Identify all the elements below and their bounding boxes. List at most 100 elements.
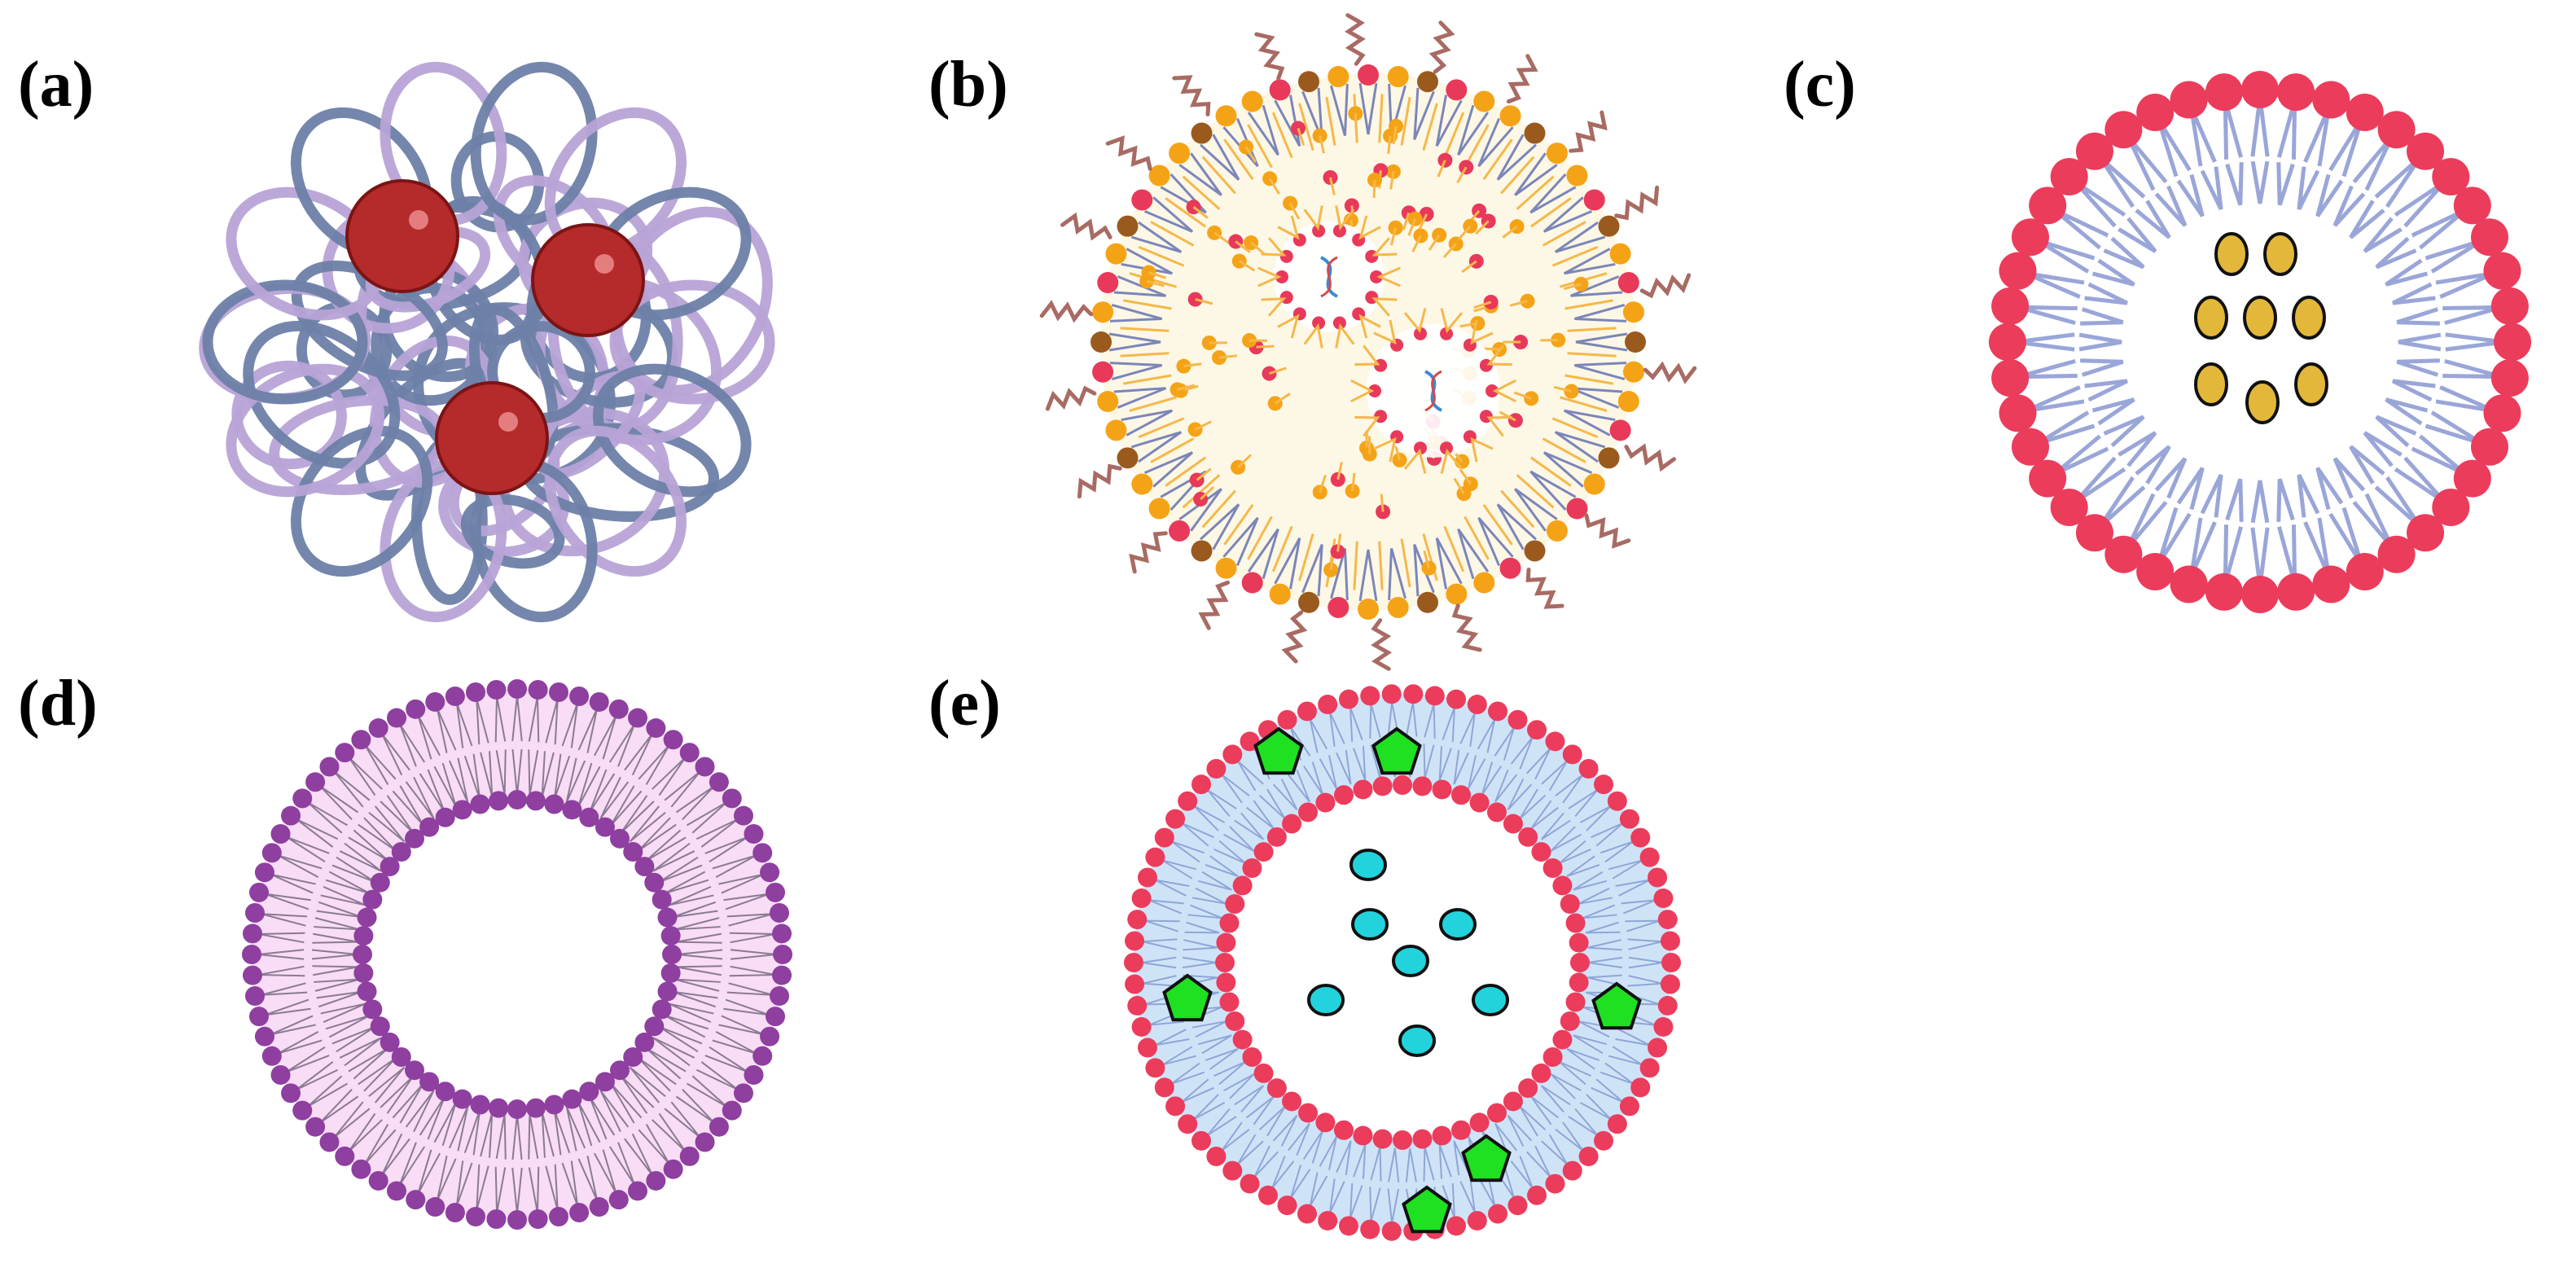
lnp-inner-tail [1177, 384, 1196, 391]
micelle-head [1413, 441, 1427, 455]
lipid-head-outer [1360, 686, 1380, 706]
lnp-inner-tail [1442, 243, 1457, 258]
polymer-chain [226, 363, 385, 498]
lipid-head [2312, 81, 2350, 119]
lnp-head-group [1298, 591, 1320, 613]
drug-sphere-highlight [409, 210, 428, 230]
lipophilic-drug [1162, 973, 1213, 1022]
lipid-head-outer [486, 680, 507, 700]
lnp-head-group [1241, 572, 1263, 594]
lipid-head-outer [386, 1181, 406, 1201]
lipid-head-outer [1594, 774, 1614, 795]
lipid-head-outer [722, 788, 742, 809]
lipid-head-outer [466, 1206, 486, 1226]
lipid-head-outer [406, 699, 426, 719]
lnp-inner-tail [1146, 279, 1165, 287]
lipid-head-outer [1661, 953, 1681, 972]
lipid-head-outer [1607, 1114, 1627, 1134]
lnp-head-group [1105, 243, 1127, 265]
lipid-head-outer [368, 718, 388, 739]
lipid-head-outer [1507, 1195, 1528, 1216]
lnp-inner-tail [1256, 344, 1275, 349]
lnp-inner-tail [1336, 461, 1343, 480]
lipid-head-outer [486, 1209, 507, 1229]
lnp-inner-tail [1553, 385, 1572, 393]
lipid-head-outer [243, 923, 263, 944]
lnp-head-group [1358, 599, 1379, 620]
lipid-head-outer [1360, 1219, 1380, 1239]
lipid-head-outer [1648, 1038, 1668, 1058]
lnp-head-group [1416, 591, 1438, 613]
lnp-head-group [1215, 105, 1237, 127]
peg-chain [1639, 273, 1692, 299]
lipid-head-inner [1219, 913, 1240, 933]
lipid-head-outer [1154, 827, 1174, 848]
lipid-head-outer [1318, 695, 1338, 715]
lipid-head-inner [634, 857, 655, 877]
lipid-head-outer [1381, 1221, 1402, 1241]
peg-chain [1344, 13, 1366, 66]
lipid-head-inner [1353, 1125, 1373, 1146]
lnp-head-group [1598, 215, 1620, 237]
micelle-head [1332, 224, 1346, 238]
lipid-head-outer [386, 708, 406, 728]
micelle-head [1440, 441, 1454, 455]
lnp-inner-tail [1453, 477, 1465, 494]
hydrophilic-drug [1351, 908, 1389, 941]
lipid-head-inner [1543, 858, 1563, 879]
lipid-head-outer [744, 1065, 764, 1086]
lipid-head-outer [249, 1007, 270, 1027]
peg-chain [1506, 54, 1538, 104]
lnp-head-group [1191, 540, 1213, 562]
lipid-head-outer [270, 1065, 291, 1086]
lipid-head-outer [1178, 791, 1198, 811]
lnp-head-group [1097, 272, 1119, 294]
lipid-head-outer [1639, 847, 1660, 867]
lipid-head-inner [1469, 792, 1490, 813]
lipid-head-outer [1178, 1114, 1198, 1134]
lipid-head [2104, 111, 2143, 149]
lipid-head-inner [391, 842, 411, 862]
hydrophilic-drug [1392, 945, 1429, 977]
lnp-head-group [1524, 122, 1546, 144]
lnp-inner-tail [1380, 494, 1385, 512]
lipid-head [2050, 157, 2088, 195]
lnp-inner-tail [1407, 218, 1417, 236]
panel-label-d: (d) [18, 668, 98, 739]
lipid-head-outer [695, 757, 715, 777]
lipid-head-inner [357, 907, 377, 928]
lipid-head [2241, 71, 2279, 108]
lipid-head [2490, 287, 2529, 325]
lipid-head-outer [1507, 709, 1528, 730]
lipid-head-outer [1137, 1038, 1157, 1058]
lipid-head [2136, 552, 2174, 590]
lipid-head-inner [1503, 1091, 1523, 1112]
lipid-head-outer [1338, 689, 1358, 709]
lipid-head-outer [1403, 684, 1424, 704]
lipid-head-outer [608, 699, 629, 719]
lipid-head-outer [351, 1159, 371, 1179]
lnp-head-group [1269, 583, 1291, 605]
lnp-inner-tail [1389, 171, 1395, 190]
lipid-head-outer [1277, 1195, 1297, 1216]
peg-chain [1371, 618, 1393, 671]
lipid-head-outer [1258, 1185, 1278, 1205]
lipid-head-inner [1315, 792, 1336, 813]
lipid-head [2377, 111, 2416, 149]
lnp-head-group [1092, 301, 1114, 323]
lipid-head [2312, 565, 2350, 603]
lipid-head-inner [353, 945, 372, 964]
lipid-head-inner [609, 828, 630, 849]
lipid-head [2483, 252, 2521, 290]
lipid-head [2346, 94, 2384, 132]
lipid-head [1999, 252, 2037, 290]
lipid-head-outer [319, 757, 340, 777]
micelle-head [1312, 316, 1326, 330]
lipid-head [2432, 489, 2470, 527]
lipid-head-inner [1486, 1103, 1507, 1123]
lipid-head [2407, 132, 2445, 170]
lipid-head-inner [1552, 875, 1573, 896]
lipid-head-outer [1648, 867, 1668, 888]
lipid-head-outer [1527, 1185, 1547, 1205]
lipid-head-inner [1552, 1029, 1573, 1050]
